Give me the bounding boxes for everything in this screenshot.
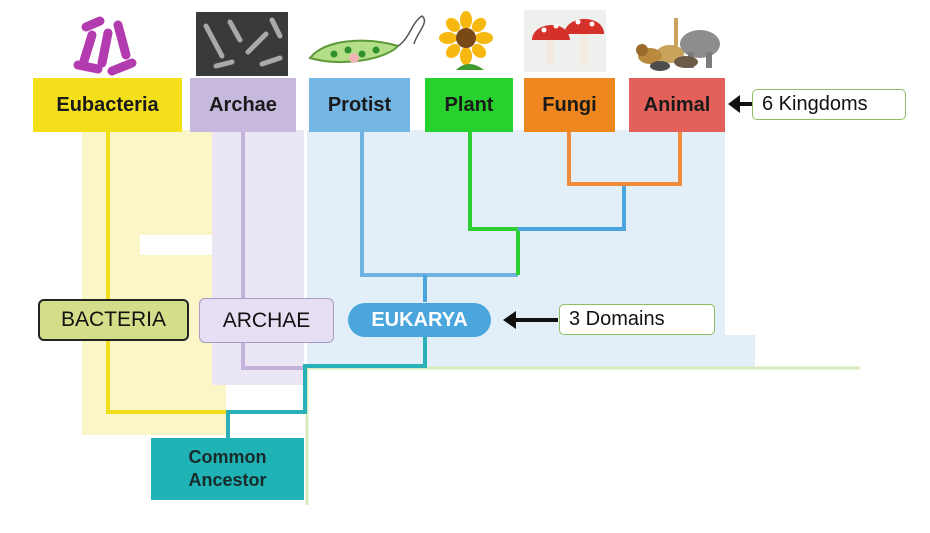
animals-image xyxy=(630,10,726,74)
kingdom-animal: Animal xyxy=(629,78,725,132)
eukarya-band-lower xyxy=(307,335,755,368)
domain-archae: ARCHAE xyxy=(199,298,334,343)
archaea-image xyxy=(196,12,288,76)
kingdom-plant: Plant xyxy=(425,78,513,132)
common-ancestor-line2: Ancestor xyxy=(188,469,266,492)
euglena-image xyxy=(304,10,430,72)
kingdoms-count-label: 6 Kingdoms xyxy=(752,89,906,120)
domain-bacteria: BACTERIA xyxy=(38,299,189,341)
kingdom-protist: Protist xyxy=(309,78,410,132)
kingdom-eubacteria: Eubacteria xyxy=(33,78,182,132)
common-ancestor-box: Common Ancestor xyxy=(151,438,304,500)
bacteria-band xyxy=(82,130,140,435)
bacteria-image xyxy=(68,15,142,77)
domain-eukarya: EUKARYA xyxy=(348,303,491,337)
common-ancestor-line1: Common xyxy=(189,446,267,469)
kingdom-archae: Archae xyxy=(190,78,296,132)
sunflower-image xyxy=(434,10,498,74)
mushroom-image xyxy=(524,10,606,72)
archae-band xyxy=(212,130,304,385)
kingdoms-arrowhead xyxy=(728,95,740,113)
domains-count-label: 3 Domains xyxy=(559,304,715,335)
kingdom-fungi: Fungi xyxy=(524,78,615,132)
